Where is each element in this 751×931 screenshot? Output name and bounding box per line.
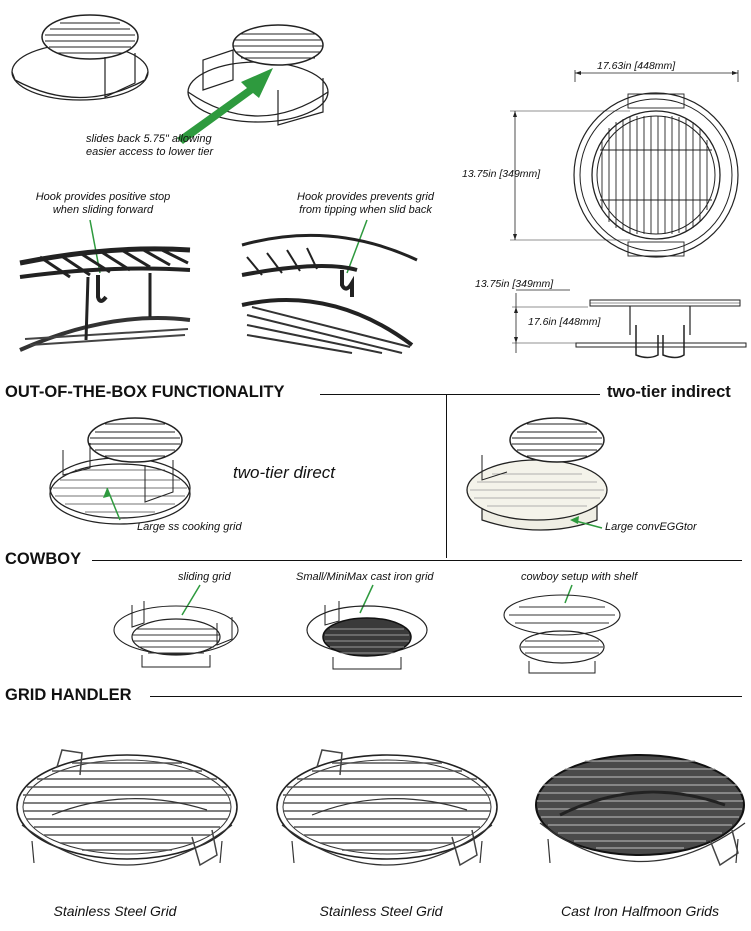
cowboy-cast-iron-grid-illustration: [306, 584, 428, 670]
section-divider-grid-handler: [150, 696, 742, 698]
label-large-ss-cooking-grid: Large ss cooking grid: [137, 521, 242, 533]
label-sliding-grid: sliding grid: [178, 571, 231, 583]
section-title-cowboy: COWBOY: [5, 550, 82, 568]
hook-tipping-closeup-illustration: [241, 219, 418, 354]
section-title-out-of-the-box: OUT-OF-THE-BOX FUNCTIONALITY: [5, 383, 285, 401]
slide-note-line-2: easier access to lower tier: [86, 146, 214, 158]
hook-note-right-line-2: from tipping when slid back: [299, 204, 432, 216]
side-view-dimension-drawing: [512, 289, 747, 359]
stainless-steel-grid-illustration-2: [276, 749, 498, 867]
label-cowboy-setup: cowboy setup with shelf: [521, 571, 638, 583]
section-divider-oob: [320, 394, 600, 396]
hook-note-left-line-1: Hook provides positive stop: [35, 191, 171, 203]
cast-iron-halfmoon-grid-illustration: [535, 754, 746, 867]
grid-shelf-illustration-1: [11, 14, 149, 101]
caption-cast-iron-halfmoon-grids: Cast Iron Halfmoon Grids: [561, 903, 719, 919]
grid-shelf-slid-back-illustration: [177, 24, 329, 144]
hook-note-right-line-1: Hook provides prevents grid: [297, 191, 434, 203]
caption-stainless-steel-grid-2: Stainless Steel Grid: [319, 903, 443, 919]
label-two-tier-direct: two-tier direct: [233, 463, 336, 482]
hook-forward-closeup-illustration: [19, 219, 191, 352]
section-title-grid-handler: GRID HANDLER: [5, 686, 132, 704]
dim-side-mid: 17.6in [448mm]: [528, 316, 601, 328]
two-tier-direct-illustration: [49, 417, 191, 525]
stainless-steel-grid-illustration-1: [16, 749, 238, 867]
label-large-conveggtor: Large convEGGtor: [605, 521, 697, 533]
section-divider-cowboy: [92, 560, 742, 562]
two-tier-indirect-illustration: [466, 417, 608, 531]
dim-height-side: 13.75in [349mm]: [462, 168, 541, 180]
label-cast-iron-grid: Small/MiniMax cast iron grid: [296, 571, 434, 583]
top-view-dimension-drawing: [510, 70, 739, 258]
dim-side-top: 13.75in [349mm]: [475, 278, 554, 290]
caption-stainless-steel-grid-1: Stainless Steel Grid: [53, 903, 177, 919]
cowboy-sliding-grid-illustration: [113, 584, 239, 668]
dim-width-top: 17.63in [448mm]: [597, 60, 676, 72]
slide-note-line-1: slides back 5.75" allowing: [86, 133, 212, 145]
cowboy-setup-shelf-illustration: [503, 584, 621, 674]
vertical-divider: [446, 394, 448, 558]
hook-note-left-line-2: when sliding forward: [52, 204, 154, 216]
section-title-two-tier-indirect: two-tier indirect: [607, 383, 731, 401]
